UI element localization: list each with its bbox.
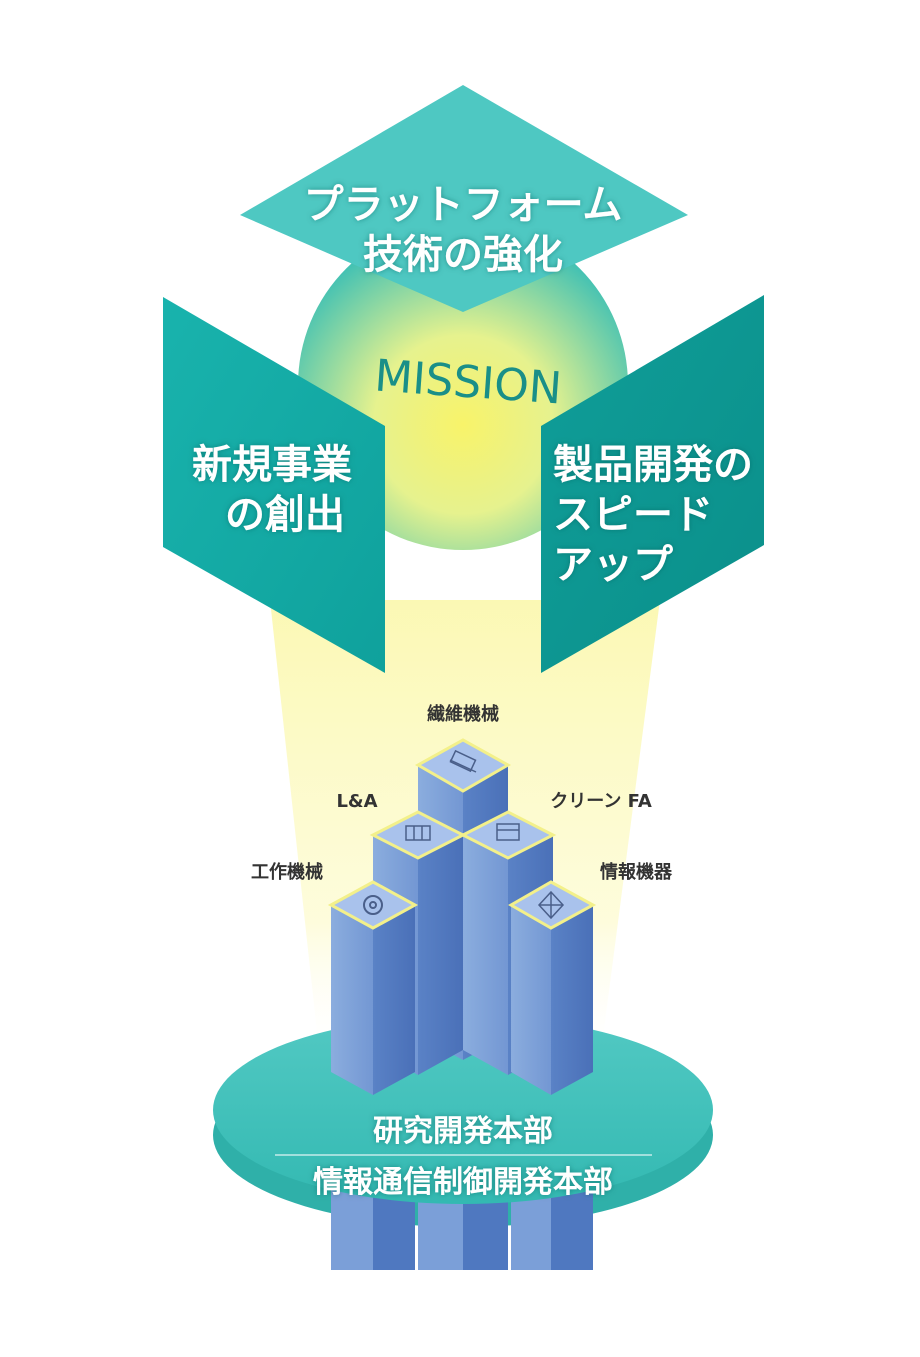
- mission-right-line3: アップ: [553, 542, 673, 588]
- mission-top-diamond: [240, 85, 688, 312]
- mission-top-line1: プラットフォーム: [304, 182, 623, 228]
- mission-left-line2: の創出: [225, 492, 345, 538]
- mission-right-panel: [541, 295, 764, 673]
- network-icon: [537, 890, 565, 920]
- mission-top-line2: 技術の強化: [363, 232, 563, 278]
- foundation-line1: 研究開発本部: [373, 1114, 553, 1149]
- label-info-equipment: 情報機器: [600, 861, 673, 883]
- pillar-machine-tools: [327, 880, 419, 1095]
- mission-right-line2: スピード: [553, 492, 713, 538]
- clean-fa-icon: [496, 823, 520, 841]
- pillar-info-equipment: [507, 880, 597, 1095]
- foundation-line2: 情報通信制御開発本部: [313, 1165, 613, 1200]
- mission-left-line1: 新規事業: [192, 442, 352, 488]
- logistics-icon: [405, 825, 431, 841]
- label-la: L&A: [336, 791, 377, 812]
- mission-right-line1: 製品開発の: [553, 442, 753, 488]
- label-textile: 繊維機械: [427, 703, 499, 725]
- label-machine-tools: 工作機械: [251, 861, 323, 883]
- mission-left-panel: [163, 297, 385, 673]
- textile-machine-icon: [449, 749, 477, 773]
- label-clean-fa: クリーン FA: [550, 791, 652, 812]
- gear-icon: [363, 895, 383, 915]
